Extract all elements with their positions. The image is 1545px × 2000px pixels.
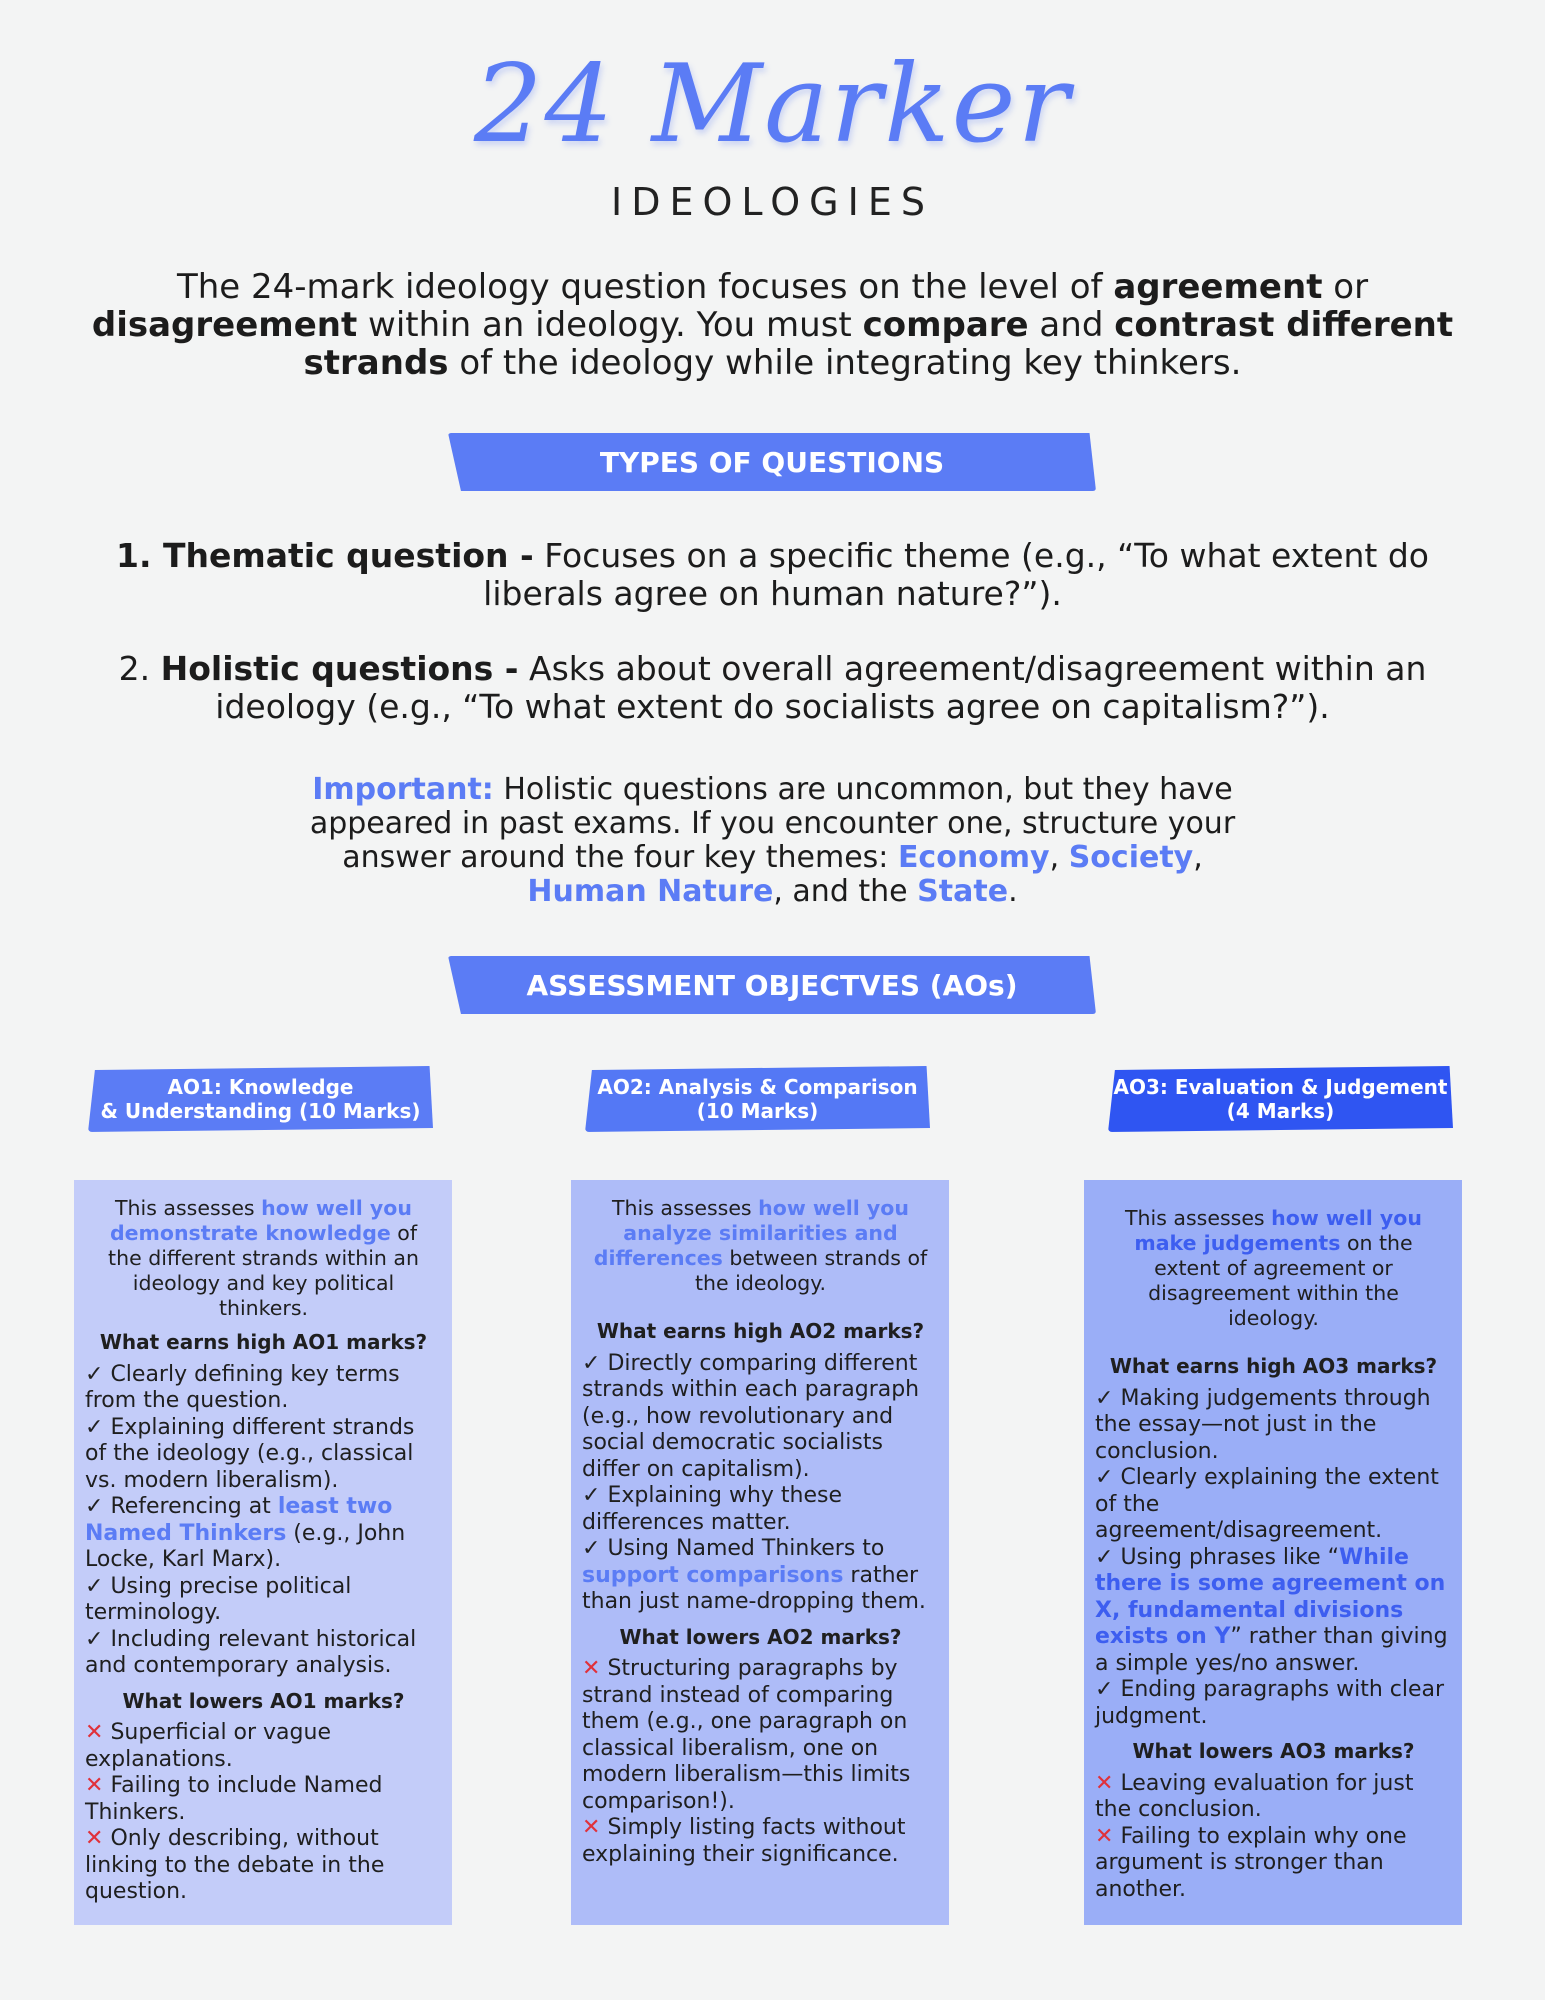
- cross-icon: ✕: [582, 1815, 601, 1840]
- list-item: ✓ Including relevant historical and cont…: [85, 1626, 417, 1679]
- list-item: ✓ Using precise political terminology.: [85, 1573, 352, 1626]
- check-icon: ✓: [85, 1626, 104, 1652]
- cross-icon: ✕: [1095, 1823, 1114, 1849]
- list-item: ✓ Clearly explaining the extent of the a…: [1095, 1465, 1439, 1543]
- ao2-high-title: What earns high AO2 marks?: [596, 1319, 925, 1343]
- list-item: ✓ Referencing at least two Named Thinker…: [85, 1494, 406, 1572]
- intro-paragraph: The 24-mark ideology question focuses on…: [91, 267, 1454, 383]
- list-item: ✕ Leaving evaluation for just the conclu…: [1095, 1770, 1414, 1823]
- check-icon: ✓: [1095, 1465, 1114, 1490]
- ao1-header: AO1: Knowledge & Understanding (10 Marks…: [88, 1066, 433, 1132]
- list-item: ✓ Explaining why these differences matte…: [582, 1483, 843, 1535]
- ao2-header: AO2: Analysis & Comparison (10 Marks): [585, 1066, 930, 1132]
- ao1-low-title: What lowers AO1 marks?: [122, 1688, 405, 1713]
- question-type-thematic: 1. Thematic question - Focuses on a spec…: [116, 536, 1429, 613]
- list-item: ✕ Only describing, without linking to th…: [85, 1826, 385, 1904]
- cross-icon: ✕: [85, 1826, 104, 1851]
- ao3-description: This assesses how well you make judgemen…: [1125, 1206, 1422, 1330]
- ao3-card: This assesses how well you make judgemen…: [1084, 1180, 1462, 1925]
- ao2-low-title: What lowers AO2 marks?: [619, 1624, 902, 1649]
- list-item: ✕ Structuring paragraphs by strand inste…: [582, 1656, 911, 1814]
- list-item: ✕ Failing to include Named Thinkers.: [85, 1773, 383, 1825]
- list-item: ✓ Using phrases like “While there is som…: [1095, 1544, 1448, 1676]
- ao3-header: AO3: Evaluation & Judgement (4 Marks): [1108, 1066, 1453, 1132]
- list-item: ✓ Ending paragraphs with clear judgment.: [1095, 1677, 1445, 1729]
- list-item: ✓ Using Named Thinkers to support compar…: [582, 1536, 926, 1614]
- page-subtitle: IDEOLOGIES: [611, 180, 934, 224]
- list-item: ✓ Explaining different strands of the id…: [85, 1414, 415, 1493]
- check-icon: ✓: [582, 1483, 601, 1508]
- page-title: 24 Marker: [473, 42, 1072, 167]
- ao2-card: This assesses how well you analyze simil…: [571, 1180, 949, 1925]
- list-item: ✕ Failing to explain why one argument is…: [1095, 1823, 1407, 1902]
- check-icon: ✓: [85, 1494, 104, 1519]
- check-icon: ✓: [85, 1573, 104, 1599]
- list-item: ✓ Making judgements through the essay—no…: [1095, 1385, 1431, 1464]
- check-icon: ✓: [85, 1414, 104, 1440]
- ao1-card: This assesses how well you demonstrate k…: [74, 1180, 452, 1925]
- check-icon: ✓: [582, 1536, 601, 1561]
- check-icon: ✓: [1095, 1544, 1114, 1570]
- ao1-description: This assesses how well you demonstrate k…: [108, 1196, 419, 1320]
- assessment-objectives-banner: ASSESSMENT OBJECTVES (AOs): [448, 956, 1096, 1014]
- cross-icon: ✕: [85, 1720, 104, 1745]
- list-item: ✕ Superficial or vague explanations.: [85, 1720, 331, 1772]
- cross-icon: ✕: [582, 1656, 601, 1681]
- check-icon: ✓: [1095, 1385, 1114, 1411]
- list-item: ✕ Simply listing facts without explainin…: [582, 1815, 906, 1867]
- ao1-high-title: What earns high AO1 marks?: [99, 1330, 428, 1354]
- list-item: ✓ Directly comparing different strands w…: [582, 1350, 920, 1482]
- check-icon: ✓: [85, 1361, 104, 1387]
- ao3-low-title: What lowers AO3 marks?: [1132, 1739, 1415, 1763]
- ao3-high-title: What earns high AO3 marks?: [1109, 1354, 1438, 1378]
- check-icon: ✓: [582, 1350, 601, 1376]
- cross-icon: ✕: [85, 1773, 104, 1798]
- list-item: ✓ Clearly defining key terms from the qu…: [85, 1361, 400, 1414]
- check-icon: ✓: [1095, 1677, 1114, 1702]
- important-note: Important: Holistic questions are uncomm…: [309, 772, 1236, 909]
- question-type-holistic: 2. Holistic questions - Asks about overa…: [118, 649, 1427, 726]
- cross-icon: ✕: [1095, 1770, 1114, 1796]
- types-of-questions-banner: TYPES OF QUESTIONS: [448, 433, 1096, 491]
- ao2-description: This assesses how well you analyze simil…: [593, 1196, 928, 1295]
